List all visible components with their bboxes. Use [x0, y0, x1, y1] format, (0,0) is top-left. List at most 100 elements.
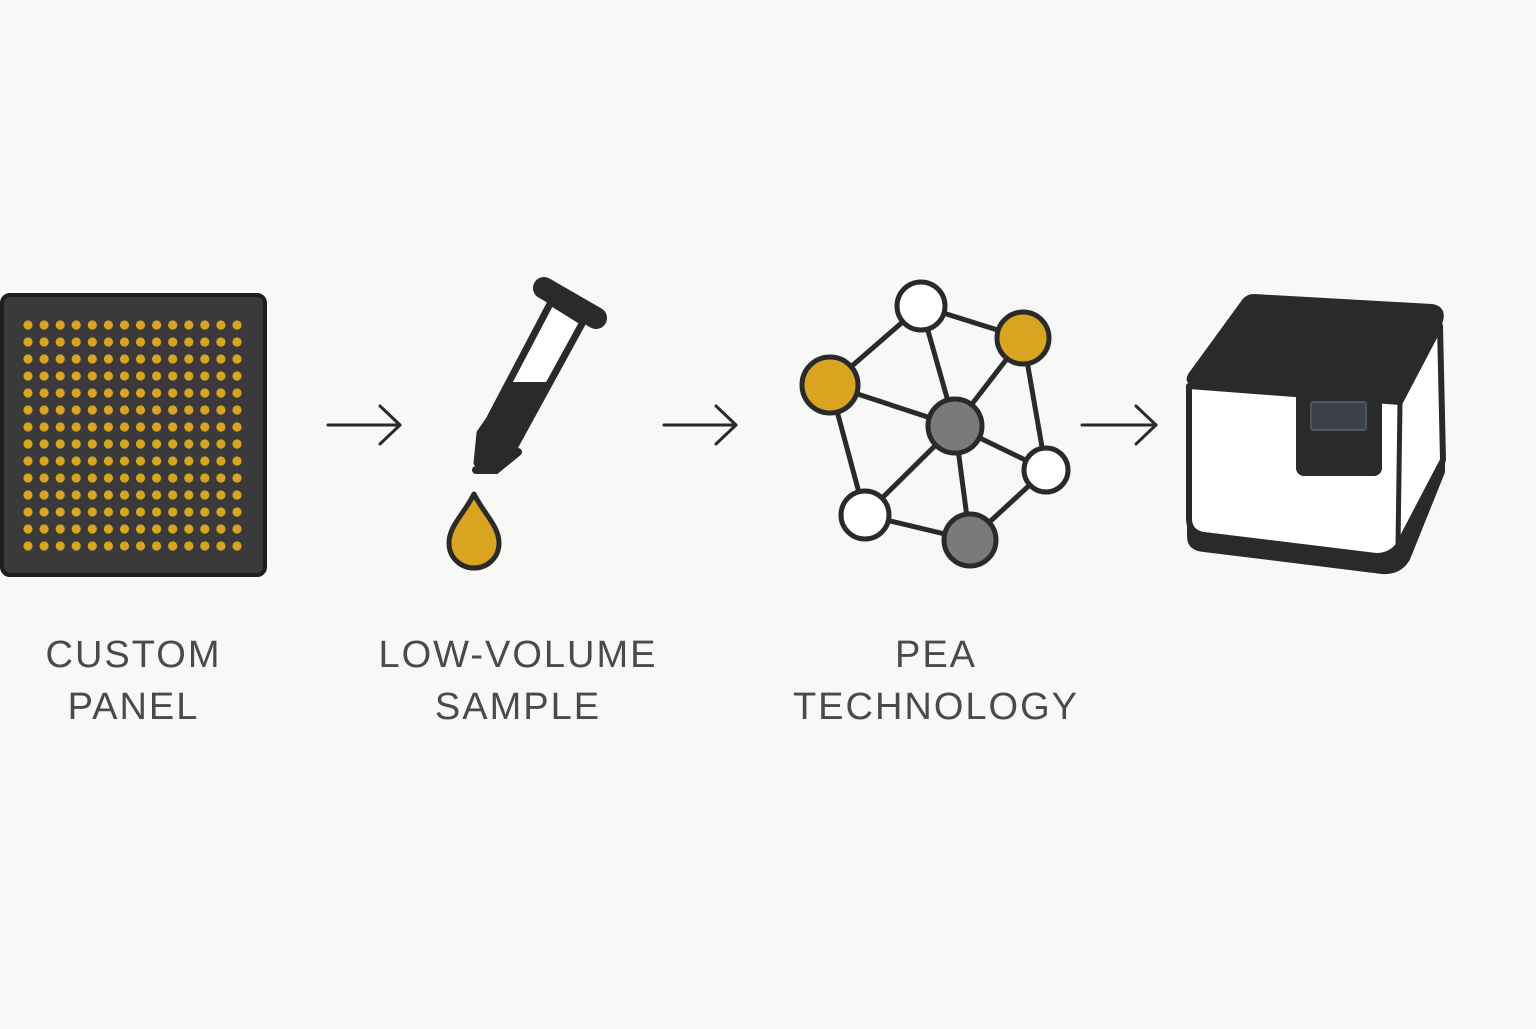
panel-dot [103, 354, 113, 364]
panel-dot [200, 422, 210, 432]
panel-dot [87, 456, 97, 466]
panel-dot [55, 422, 65, 432]
panel-dot [87, 422, 97, 432]
panel-dot [119, 439, 130, 449]
panel-dot [216, 541, 226, 551]
panel-dot [87, 490, 97, 500]
panel-dot [103, 371, 113, 381]
panel-dot [71, 524, 81, 534]
panel-dot [87, 507, 97, 517]
panel-dot [39, 405, 49, 415]
panel-dot [184, 490, 194, 500]
panel-dot [152, 354, 162, 364]
panel-dot [216, 473, 226, 483]
panel-dot [168, 541, 178, 551]
panel-dot [103, 439, 113, 449]
panel-dot [168, 320, 178, 330]
panel-dot [168, 524, 178, 534]
panel-dot [119, 473, 130, 483]
panel-dot [55, 456, 65, 466]
panel-dot [232, 422, 242, 432]
panel-dot [103, 456, 113, 466]
step-label-low-volume-sample: LOW-VOLUME SAMPLE [360, 629, 676, 733]
panel-dot [87, 473, 97, 483]
panel-dot [135, 507, 146, 517]
panel-dot [119, 371, 130, 381]
panel-dot [103, 524, 113, 534]
panel-dot [23, 541, 33, 551]
panel-dot [87, 405, 97, 415]
panel-dot [71, 320, 81, 330]
panel-dot [152, 490, 162, 500]
panel-dot [184, 388, 194, 398]
panel-dot [152, 337, 162, 347]
panel-dot [135, 524, 146, 534]
panel-dot [184, 541, 194, 551]
panel-dot [23, 320, 33, 330]
panel-dot-grid [23, 320, 242, 551]
panel-dot [168, 422, 178, 432]
panel-dot [23, 439, 33, 449]
network-node-white [1021, 445, 1071, 495]
panel-dot [103, 507, 113, 517]
panel-dot [168, 405, 178, 415]
panel-dot [55, 388, 65, 398]
panel-dot [55, 541, 65, 551]
step-label-line: LOW-VOLUME [378, 634, 658, 676]
panel-dot [152, 405, 162, 415]
panel-dot [184, 422, 194, 432]
panel-dot [39, 524, 49, 534]
panel-dot [23, 422, 33, 432]
panel-dot [184, 524, 194, 534]
panel-dot [184, 439, 194, 449]
panel-dot [232, 320, 242, 330]
network-node-gray [941, 511, 999, 569]
panel-dot [152, 439, 162, 449]
panel-dot [216, 388, 226, 398]
panel-dot [23, 337, 33, 347]
panel-dot [135, 456, 146, 466]
panel-dot [103, 473, 113, 483]
panel-dot [232, 388, 242, 398]
arrow-1 [326, 404, 402, 446]
instrument-screen-icon [1310, 401, 1367, 431]
panel-dot [39, 422, 49, 432]
panel-dot [216, 439, 226, 449]
panel-dot [184, 320, 194, 330]
panel-dot [232, 507, 242, 517]
panel-dot [135, 405, 146, 415]
instrument-box-icon [1186, 294, 1446, 575]
panel-dot [135, 337, 146, 347]
panel-dot [39, 320, 49, 330]
panel-dot [23, 490, 33, 500]
panel-dot [119, 490, 130, 500]
panel-dot [200, 541, 210, 551]
panel-dot [152, 320, 162, 330]
panel-dot [152, 541, 162, 551]
panel-dot [152, 473, 162, 483]
network-node-yellow [799, 354, 861, 416]
panel-dot [168, 456, 178, 466]
panel-dot [200, 405, 210, 415]
panel-dot [200, 439, 210, 449]
panel-dot [232, 371, 242, 381]
panel-dot [232, 405, 242, 415]
panel-dot [135, 541, 146, 551]
network-node-gray [925, 396, 985, 456]
panel-dot [55, 371, 65, 381]
panel-dot [184, 371, 194, 381]
panel-dot [200, 320, 210, 330]
panel-dot [135, 320, 146, 330]
panel-dot [232, 473, 242, 483]
panel-dot [55, 473, 65, 483]
panel-dot [152, 507, 162, 517]
panel-dot [119, 524, 130, 534]
panel-dot [71, 354, 81, 364]
panel-dot [23, 388, 33, 398]
panel-dot [216, 337, 226, 347]
panel-dot [200, 473, 210, 483]
panel-dot [152, 524, 162, 534]
panel-dot [87, 354, 97, 364]
panel-dot [55, 490, 65, 500]
panel-dot [71, 473, 81, 483]
